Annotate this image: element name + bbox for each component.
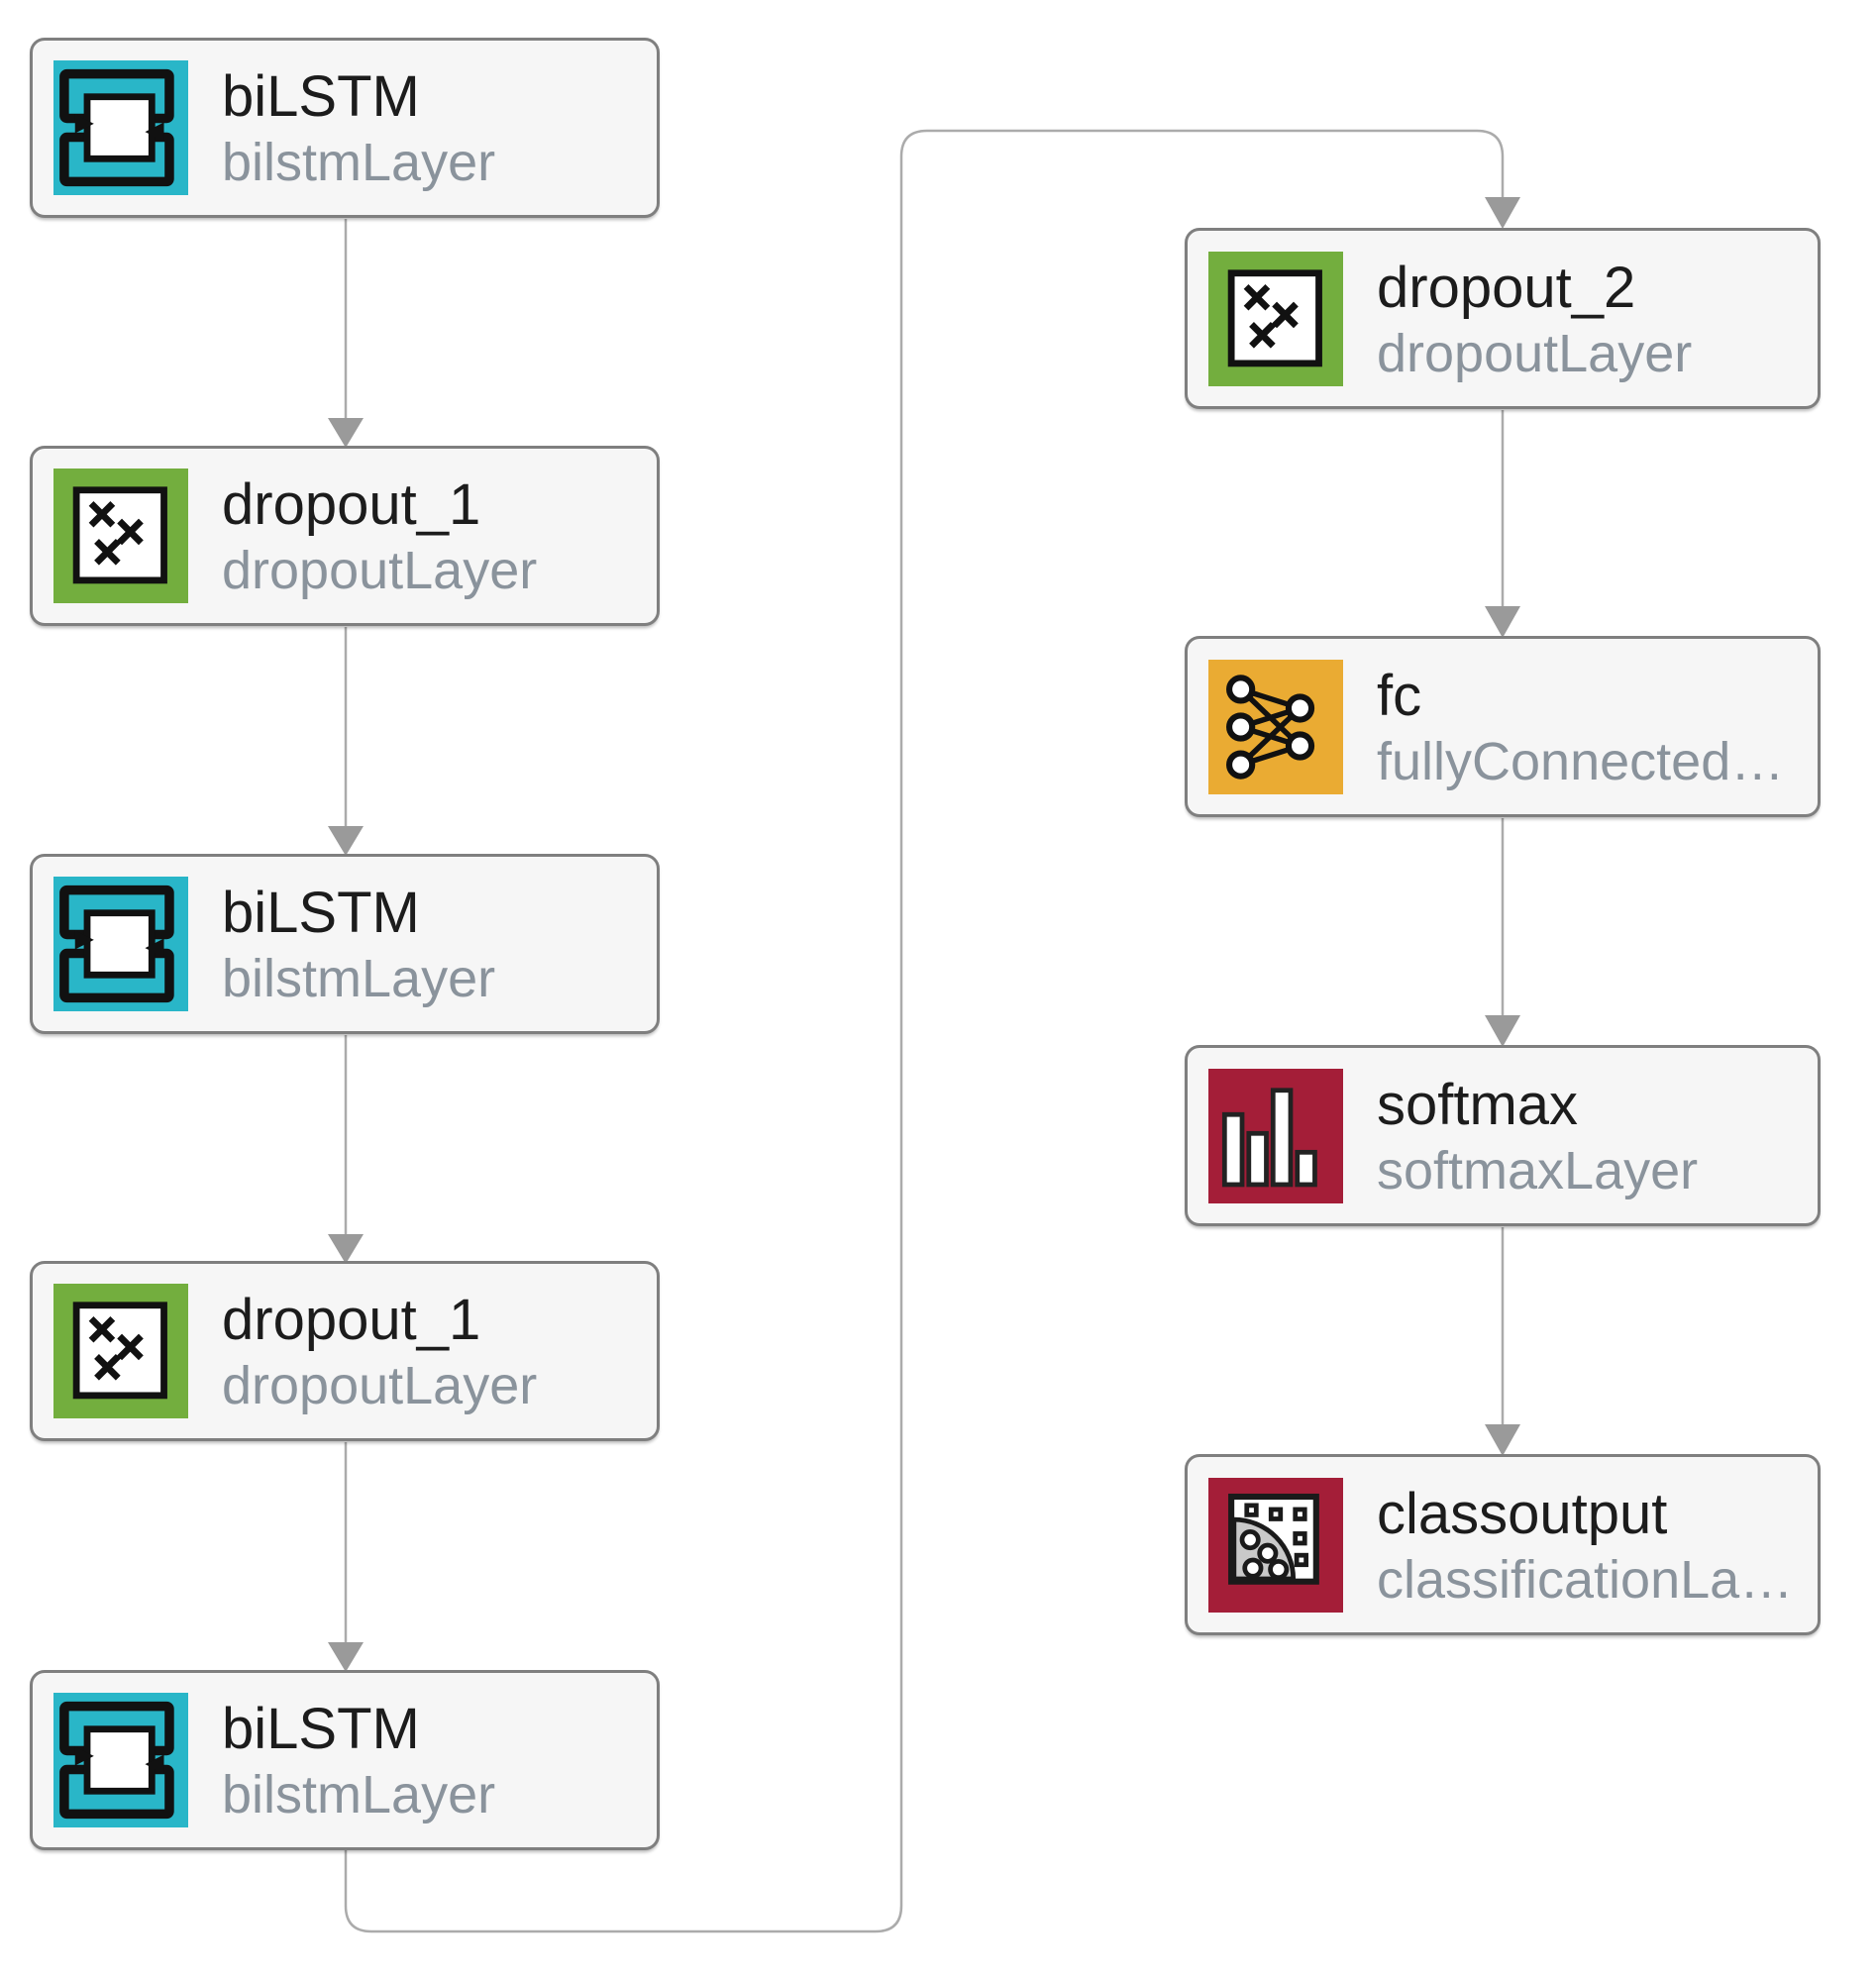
layer-type: bilstmLayer xyxy=(222,949,496,1008)
layer-node-bilstm-2[interactable]: biLSTM bilstmLayer xyxy=(30,854,660,1034)
arrowhead xyxy=(328,1234,364,1264)
arrowhead xyxy=(328,1642,364,1672)
arrowhead xyxy=(1485,197,1520,229)
layer-labels: dropout_2 dropoutLayer xyxy=(1377,254,1692,384)
layer-labels: dropout_1 dropoutLayer xyxy=(222,1286,537,1416)
layer-node-dropout-1b[interactable]: dropout_1 dropoutLayer xyxy=(30,1261,660,1441)
layer-type: fullyConnected… xyxy=(1377,731,1785,791)
layer-labels: classoutput classificationLa… xyxy=(1377,1480,1793,1611)
class-output-icon xyxy=(1208,1478,1343,1613)
arrowhead xyxy=(1485,1015,1520,1047)
layer-node-classoutput[interactable]: classoutput classificationLa… xyxy=(1185,1454,1821,1635)
arrowhead xyxy=(328,826,364,856)
layer-labels: fc fullyConnected… xyxy=(1377,662,1784,792)
dropout-icon xyxy=(53,469,188,603)
layer-type: softmaxLayer xyxy=(1377,1140,1699,1200)
dropout-icon xyxy=(53,1284,188,1418)
layer-node-bilstm-1[interactable]: biLSTM bilstmLayer xyxy=(30,38,660,218)
layer-name: dropout_1 xyxy=(222,1288,481,1352)
layer-node-dropout-2[interactable]: dropout_2 dropoutLayer xyxy=(1185,228,1821,409)
layer-node-bilstm-3[interactable]: biLSTM bilstmLayer xyxy=(30,1670,660,1850)
layer-labels: biLSTM bilstmLayer xyxy=(222,879,495,1009)
dropout-icon xyxy=(1208,252,1343,386)
edge-bilstm3-dropout2-routed[interactable] xyxy=(344,129,1505,1933)
layer-name: dropout_1 xyxy=(222,472,481,537)
softmax-icon xyxy=(1208,1069,1343,1203)
layer-type: bilstmLayer xyxy=(222,133,496,192)
layer-labels: dropout_1 dropoutLayer xyxy=(222,470,537,601)
layer-name: biLSTM xyxy=(222,1697,420,1761)
layer-node-fc[interactable]: fc fullyConnected… xyxy=(1185,636,1821,817)
bilstm-icon xyxy=(53,877,188,1011)
layer-name: classoutput xyxy=(1377,1481,1668,1546)
arrowhead xyxy=(328,418,364,448)
layer-labels: biLSTM bilstmLayer xyxy=(222,1695,495,1825)
layer-labels: biLSTM bilstmLayer xyxy=(222,62,495,193)
fully-connected-icon xyxy=(1208,660,1343,794)
layer-name: dropout_2 xyxy=(1377,255,1636,320)
layer-type: classificationLa… xyxy=(1377,1549,1794,1610)
layer-name: biLSTM xyxy=(222,64,420,129)
layer-labels: softmax softmaxLayer xyxy=(1377,1071,1698,1201)
layer-type: bilstmLayer xyxy=(222,1765,496,1824)
bilstm-icon xyxy=(53,60,188,195)
layer-name: softmax xyxy=(1377,1072,1579,1137)
layer-node-softmax[interactable]: softmax softmaxLayer xyxy=(1185,1045,1821,1226)
layer-type: dropoutLayer xyxy=(222,541,538,600)
arrowhead xyxy=(1485,606,1520,638)
bilstm-icon xyxy=(53,1693,188,1827)
layer-type: dropoutLayer xyxy=(222,1356,538,1415)
layer-name: fc xyxy=(1377,663,1422,728)
layer-node-dropout-1[interactable]: dropout_1 dropoutLayer xyxy=(30,446,660,626)
layer-name: biLSTM xyxy=(222,881,420,945)
layer-type: dropoutLayer xyxy=(1377,323,1693,383)
arrowhead xyxy=(1485,1424,1520,1456)
